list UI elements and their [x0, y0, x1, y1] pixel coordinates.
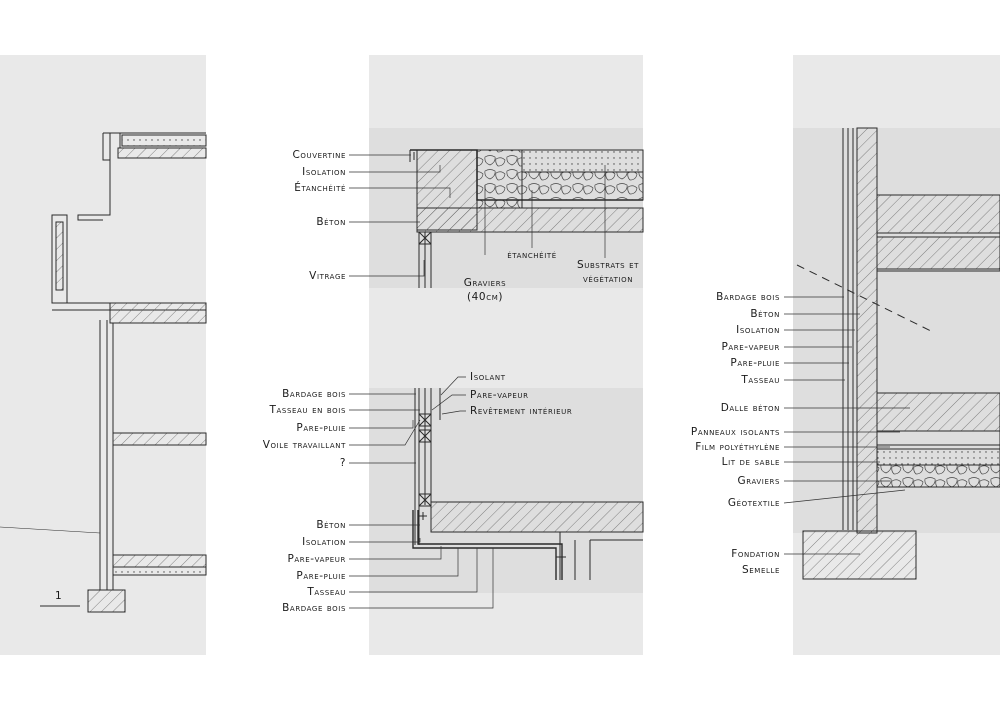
roof-gravel: [121, 134, 207, 147]
label-tasseau-bois: Tasseau en bois: [269, 404, 346, 416]
label-vegetation: végétation: [582, 273, 634, 285]
roof-slab: [117, 147, 207, 159]
foundation-leaders: [783, 296, 910, 555]
label-couvertine: Couvertine: [292, 149, 346, 161]
label-bardage-bois-base: Bardage bois: [282, 602, 346, 614]
label-tasseau-base: Tasseau: [307, 586, 346, 598]
label-bardage-bois-wall: Bardage bois: [282, 388, 346, 400]
label-pare-pluie-wall: Pare-pluie: [296, 422, 346, 434]
sand-bed: [876, 448, 1000, 466]
roof-leaders: [349, 154, 606, 277]
label-pare-vapeur-base: Pare-vapeur: [287, 553, 346, 565]
label-beton-fdn: Béton: [750, 308, 780, 320]
batten-3: [418, 493, 432, 507]
batten-2: [418, 429, 432, 443]
label-revetement: Revêtement intérieur: [470, 405, 573, 417]
upper-slab: [876, 194, 1000, 234]
main-wall: [99, 320, 114, 590]
label-graviers-fdn: Graviers: [737, 475, 780, 487]
cross-mark: [419, 512, 427, 520]
frame-block: [418, 231, 432, 245]
dashed-cut: [796, 264, 936, 334]
label-voile-travaillant: Voile travaillant: [262, 439, 346, 451]
coping: [410, 149, 643, 201]
upper-facade: [77, 159, 111, 221]
roof-slab-detail: [416, 207, 644, 233]
footing-block: [802, 530, 917, 580]
texture-band: [369, 388, 643, 593]
label-tasseau-fdn: Tasseau: [741, 374, 780, 386]
label-etancheite-roof-bottom: étanchéité: [507, 249, 557, 261]
ground-slab: [112, 554, 207, 568]
floor-slab-ground: [876, 392, 1000, 432]
cross-mark-2: [556, 552, 566, 562]
label-dalle-beton: Dalle béton: [720, 402, 780, 414]
coping-lip: [409, 150, 415, 162]
label-isolation-roof: Isolation: [302, 166, 346, 178]
label-isolation-base: Isolation: [302, 536, 346, 548]
label-fondation: Fondation: [731, 548, 780, 560]
label-panneaux-isolants: Panneaux isolants: [690, 426, 780, 438]
label-graviers-thickness: (40cm): [466, 291, 504, 303]
gravel-layer: [876, 464, 1000, 488]
label-vitrage: Vitrage: [309, 270, 346, 282]
wall-detail: [412, 388, 644, 580]
label-bardage-bois-fdn: Bardage bois: [716, 291, 780, 303]
substrate-stones: [521, 171, 644, 201]
gravel-bed: [476, 149, 523, 209]
building-section: [0, 132, 207, 613]
label-beton-roof: Béton: [316, 216, 346, 228]
label-pare-pluie-fdn: Pare-pluie: [730, 357, 780, 369]
wall-layers: [414, 388, 441, 545]
label-substrats: Substrats et: [577, 259, 639, 271]
label-isolation-fdn: Isolation: [736, 324, 780, 336]
label-beton-base: Béton: [316, 519, 346, 531]
ground-line: [0, 526, 101, 534]
footing: [87, 589, 126, 613]
label-film-polyethylene: Film polyéthylène: [695, 441, 780, 453]
insulation-wrap: [412, 510, 563, 580]
substrate: [521, 149, 644, 173]
label-pare-vapeur-fdn: Pare-vapeur: [721, 341, 780, 353]
label-geotextile: Géotextile: [727, 497, 780, 509]
scale-label: 1: [55, 590, 63, 602]
window-glazing: [55, 221, 64, 291]
label-etancheite-roof: Étanchéité: [294, 182, 346, 194]
floor-slab-detail: [430, 501, 644, 533]
ground-gravel: [112, 566, 207, 576]
label-pare-vapeur-wall: Pare-vapeur: [470, 389, 529, 401]
label-graviers-roof: Graviers: [463, 277, 507, 289]
frame-cross: [418, 231, 432, 245]
label-semelle: Semelle: [742, 564, 780, 576]
batten-1: [418, 413, 432, 427]
wall-concrete: [856, 127, 878, 534]
mid-slab: [876, 236, 1000, 270]
label-pare-pluie-base: Pare-pluie: [296, 570, 346, 582]
floor-slab-2: [112, 432, 207, 446]
floor-slab-1: [109, 302, 207, 324]
label-lit-de-sable: Lit de sable: [721, 456, 780, 468]
wall-leaders: [349, 376, 494, 609]
label-isolant: Isolant: [470, 371, 506, 383]
label-question: ?: [339, 457, 346, 469]
